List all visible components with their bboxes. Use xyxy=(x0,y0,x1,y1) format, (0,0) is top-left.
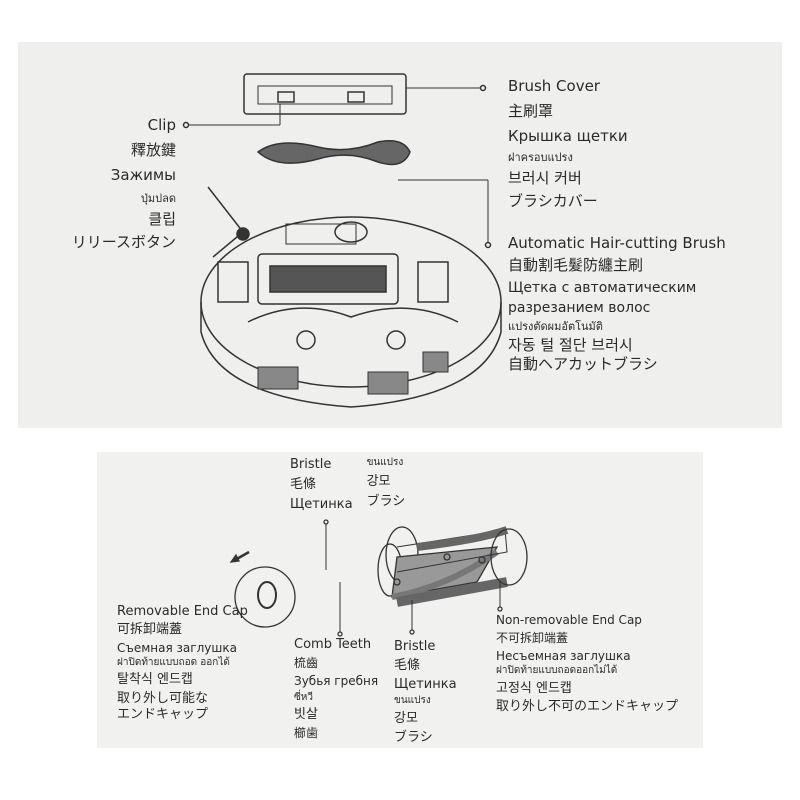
brush-cover-ja: ブラシカバー xyxy=(508,192,598,210)
bristle-bottom-en: Bristle xyxy=(394,639,436,654)
hair-cutting-brush-ru1: Щетка с автоматическим xyxy=(508,280,697,296)
comb-teeth-th: ซี่หวี xyxy=(294,692,313,703)
brush-cover-drawing xyxy=(243,73,407,115)
non-removable-end-cap-ja: 取り外し不可のエンドキャップ xyxy=(496,699,679,714)
removable-end-cap-ko: 탈착식 엔드캡 xyxy=(117,672,193,687)
brush-cover-label: Brush Cover 主刷罩 Крышка щетки ฝาครอบแปรง … xyxy=(508,79,628,209)
robot-vacuum-illustration xyxy=(182,73,502,408)
brush-detail-panel: Bristle 毛條 Щетинка ขนแปรง 강모 ブラシ Removab… xyxy=(97,452,703,748)
bristle-top-en: Bristle xyxy=(290,457,332,472)
comb-teeth-ru: Зубья гребня xyxy=(294,674,379,688)
removable-end-cap-th: ฝาปิดท้ายแบบถอด ออกได้ xyxy=(117,657,230,668)
bristle-top-zh: 毛條 xyxy=(290,477,317,492)
hair-cutting-brush-zh: 自動割毛髮防纏主刷 xyxy=(508,256,644,274)
removable-end-cap-ru: Съемная заглушка xyxy=(117,641,237,655)
removable-end-cap-zh: 可拆卸端蓋 xyxy=(117,622,183,637)
non-removable-end-cap-label: Non-removable End Cap 不可拆卸端蓋 Несъемная з… xyxy=(496,614,678,713)
hair-cutting-brush-en: Automatic Hair-cutting Brush xyxy=(508,234,726,252)
hair-cutting-brush-ko: 자동 털 절단 브러시 xyxy=(508,336,633,354)
brush-cover-en: Brush Cover xyxy=(508,77,600,95)
brush-cover-ru: Крышка щетки xyxy=(508,127,628,145)
comb-teeth-en: Comb Teeth xyxy=(294,637,372,652)
bristle-bottom-label: Bristle 毛條 Щетинка ขนแปรง 강모 ブラシ xyxy=(394,640,457,744)
bristle-bottom-ja: ブラシ xyxy=(394,730,433,745)
brush-cover-ko: 브러시 커버 xyxy=(508,169,582,187)
clip-label: Clip 釋放鍵 Зажимы ปุ่มปลด 클립 リリースボタン xyxy=(72,118,176,250)
bristle-bottom-ru: Щетинка xyxy=(394,677,457,692)
clip-ja: リリースボタン xyxy=(71,233,176,251)
removable-end-cap-ja2: エンドキャップ xyxy=(117,707,209,722)
comb-teeth-label: Comb Teeth 梳齒 Зубья гребня ซี่หวี 빗살 櫛歯 xyxy=(294,638,378,739)
hair-cutting-brush-ru2: разрезанием волос xyxy=(508,300,651,316)
bristle-top-ru: Щетинка xyxy=(290,497,353,512)
roller-brush-illustration xyxy=(229,519,528,637)
clip-ko: 클립 xyxy=(148,210,176,228)
bristle-bottom-ko: 강모 xyxy=(394,711,418,726)
brush-cover-th: ฝาครอบแปรง xyxy=(508,151,573,164)
clip-ru: Зажимы xyxy=(110,166,176,184)
comb-teeth-zh: 梳齒 xyxy=(294,656,319,670)
non-removable-end-cap-ko: 고정식 엔드캡 xyxy=(496,681,572,696)
non-removable-end-cap-th: ฝาปิดท้ายแบบถอดออกไม่ได้ xyxy=(496,665,618,676)
bristle-bottom-zh: 毛條 xyxy=(394,658,421,673)
bristle-top-label: Bristle 毛條 Щетинка ขนแปรง 강모 ブラシ xyxy=(290,457,406,512)
hair-cutting-brush-label: Automatic Hair-cutting Brush 自動割毛髮防纏主刷 Щ… xyxy=(508,236,726,372)
removable-end-cap-label: Removable End Cap 可拆卸端蓋 Съемная заглушка… xyxy=(117,605,248,721)
bristle-top-ja: ブラシ xyxy=(366,494,406,509)
comb-teeth-ko: 빗살 xyxy=(294,707,318,722)
bristle-bottom-th: ขนแปรง xyxy=(394,695,431,706)
clip-zh: 釋放鍵 xyxy=(130,141,176,159)
removable-end-cap-en: Removable End Cap xyxy=(117,604,248,619)
bristle-top-th: ขนแปรง xyxy=(366,457,404,468)
bristle-top-ko: 강모 xyxy=(366,474,391,489)
comb-teeth-ja: 櫛歯 xyxy=(294,726,319,740)
removable-end-cap-ja1: 取り外し可能な xyxy=(117,691,209,706)
clip-en: Clip xyxy=(147,116,176,134)
non-removable-end-cap-ru: Несъемная заглушка xyxy=(496,649,631,663)
clip-drawing xyxy=(277,91,295,103)
robot-diagram-panel: Clip 釋放鍵 Зажимы ปุ่มปลด 클립 リリースボタン Brush… xyxy=(18,42,782,428)
non-removable-end-cap-zh: 不可拆卸端蓋 xyxy=(496,631,569,645)
hair-cutting-brush-th: แปรงตัดผมอัตโนมัติ xyxy=(508,320,603,333)
hair-cutting-brush-ja: 自動ヘアカットブラシ xyxy=(508,355,658,373)
brush-cover-zh: 主刷罩 xyxy=(508,102,554,120)
clip-th: ปุ่มปลด xyxy=(140,192,176,205)
hair-cutting-brush-drawing xyxy=(256,140,411,166)
non-removable-end-cap-en: Non-removable End Cap xyxy=(496,613,642,627)
